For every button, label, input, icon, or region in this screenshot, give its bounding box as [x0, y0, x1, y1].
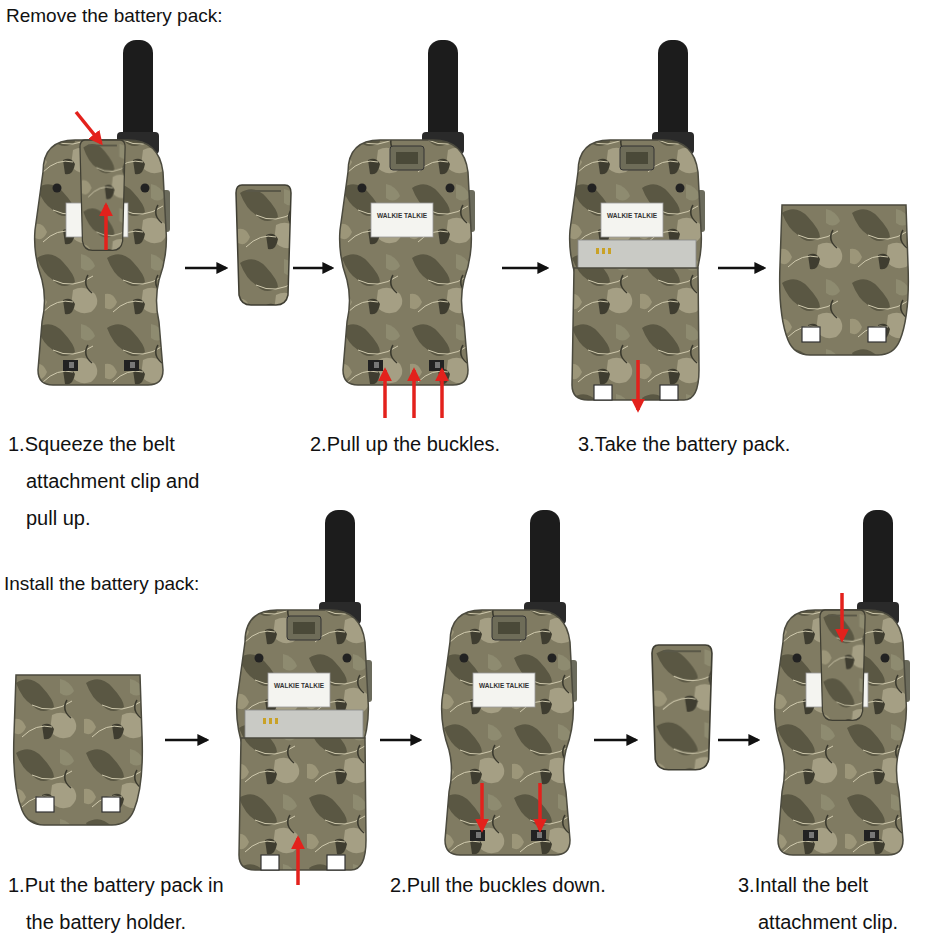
section-heading: Remove the battery pack: [6, 4, 223, 28]
step-caption: 3.Take the battery pack. [578, 426, 838, 463]
action-arrows [76, 112, 842, 885]
device-label: WALKIE TALKIE [473, 682, 535, 690]
device-label: WALKIE TALKIE [268, 682, 330, 690]
step-caption: 2.Pull the buckles down. [390, 867, 650, 904]
belt-clip [652, 645, 712, 770]
radio-with-clip [35, 40, 170, 385]
section-heading: Install the battery pack: [4, 572, 199, 596]
belt-clip [236, 185, 291, 305]
flow-arrows [165, 268, 764, 740]
battery-pack [780, 205, 909, 355]
step-caption: 2.Pull up the buckles. [310, 426, 550, 463]
step-caption: 3.Intall the belt attachment clip. [738, 867, 938, 938]
device-label: WALKIE TALKIE [371, 212, 433, 220]
step-caption: 1.Squeeze the belt attachment clip and p… [8, 426, 218, 537]
radio-open [570, 40, 705, 400]
radio [442, 510, 577, 855]
radio-open [237, 510, 372, 870]
radio-with-clip [775, 510, 910, 855]
step-caption: 1.Put the battery pack in the battery ho… [8, 867, 248, 938]
radio [340, 40, 475, 385]
battery-pack [14, 675, 143, 825]
device-label: WALKIE TALKIE [601, 212, 663, 220]
